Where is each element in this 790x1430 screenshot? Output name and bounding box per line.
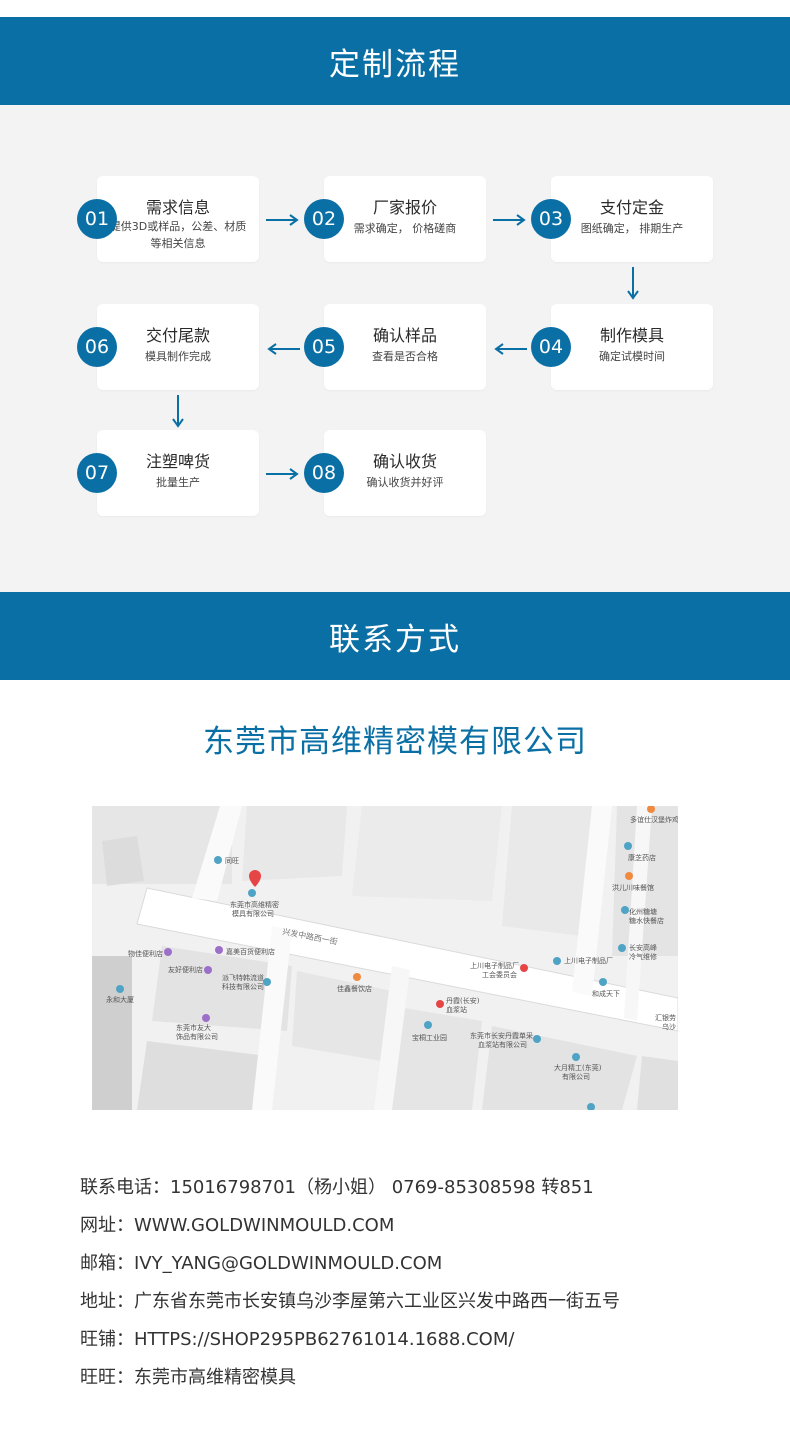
step-desc: 确认收货并好评 (366, 476, 444, 489)
contact-banner-title: 联系方式 (329, 621, 461, 658)
step-number-badge: 03 (531, 199, 571, 239)
step-card-08: 确认收货 确认收货并好评 (324, 430, 486, 516)
contact-label: 地址： (80, 1291, 134, 1312)
step-number-badge: 06 (77, 327, 117, 367)
company-name: 东莞市高维精密模有限公司 (203, 724, 587, 760)
contact-phone: 联系电话：15016798701（杨小姐） 0769-85308598 转851 (80, 1174, 760, 1212)
step-card-06: 交付尾款 模具制作完成 (97, 304, 259, 390)
step-card-05: 确认样品 查看是否合格 (324, 304, 486, 390)
contact-info: 联系电话：15016798701（杨小姐） 0769-85308598 转851… (80, 1174, 760, 1402)
map-label: 上川电子制品厂 (564, 956, 613, 965)
process-flow: 需求信息 提供3D或样品，公差、材质等相关信息 01 厂家报价 需求确定， 价格… (0, 105, 790, 592)
contact-banner: 联系方式 (0, 592, 790, 680)
step-card-03: 支付定金 图纸确定， 排期生产 (551, 176, 713, 262)
contact-value: 15016798701（杨小姐） 0769-85308598 转851 (170, 1177, 594, 1198)
poi-marker-icon (214, 856, 222, 864)
step-title: 注塑啤货 (145, 452, 210, 471)
map-label: 和成天下 (592, 989, 620, 998)
map-label-changan: 长安高峰冷气维修 (629, 943, 657, 961)
map-label-huazhou: 化州糖塘糖水快餐店 (629, 907, 664, 925)
map-label: 永和大厦 (106, 995, 134, 1004)
map-label-danxia2: 东莞市长安丹霞单采血浆站有限公司 (470, 1031, 533, 1049)
step-title: 确认收货 (372, 452, 437, 471)
step-number-badge: 04 (531, 327, 571, 367)
contact-label: 旺旺： (80, 1367, 134, 1388)
contact-website: 网址：WWW.GOLDWINMOULD.COM (80, 1212, 760, 1250)
step-title: 需求信息 (145, 198, 210, 217)
step-desc: 批量生产 (156, 476, 200, 489)
step-card-07: 注塑啤货 批量生产 (97, 430, 259, 516)
step-desc: 提供3D或样品，公差、材质等相关信息 (109, 220, 247, 250)
map-label-youda: 东莞市友大饰品有限公司 (176, 1023, 218, 1041)
process-banner: 定制流程 (0, 17, 790, 105)
step-card-02: 厂家报价 需求确定， 价格磋商 (324, 176, 486, 262)
map-label: 嘉美百货便利店 (226, 947, 275, 956)
map-label-company: 东莞市高维精密模具有限公司 (230, 900, 279, 918)
map-canvas: 同旺 东莞市高维精密模具有限公司 兴发中路西一街 物佳便利店 嘉美百货便利店 友… (92, 806, 678, 1110)
map-label-huiyin: 汇银劳乌沙 (655, 1013, 676, 1031)
map-pin-icon (249, 870, 261, 887)
contact-value-link[interactable]: WWW.GOLDWINMOULD.COM (134, 1215, 395, 1236)
contact-label: 旺铺： (80, 1329, 134, 1350)
step-title: 厂家报价 (372, 198, 437, 217)
step-desc: 需求确定， 价格磋商 (353, 222, 457, 235)
step-title: 交付尾款 (145, 326, 210, 345)
contact-value-link[interactable]: IVY_YANG@GOLDWINMOULD.COM (134, 1253, 443, 1274)
contact-value: 东莞市高维精密模具 (134, 1367, 296, 1388)
contact-address: 地址：广东省东莞市长安镇乌沙李屋第六工业区兴发中路西一街五号 (80, 1288, 760, 1326)
arrow-right-icon (266, 214, 299, 226)
contact-label: 网址： (80, 1215, 134, 1236)
contact-shop: 旺铺：HTTPS://SHOP295PB62761014.1688.COM/ (80, 1326, 760, 1364)
step-title: 确认样品 (372, 326, 437, 345)
arrow-right-icon (493, 214, 526, 226)
arrow-right-icon (266, 468, 299, 480)
map-label: 康芝药店 (628, 853, 656, 862)
step-desc: 模具制作完成 (145, 350, 211, 363)
map-label-dayue: 大月精工(东莞)有限公司 (554, 1063, 602, 1081)
map-label: 佳鑫餐饮店 (337, 984, 372, 993)
step-number-badge: 08 (304, 453, 344, 493)
contact-value-link[interactable]: HTTPS://SHOP295PB62761014.1688.COM/ (134, 1329, 515, 1350)
contact-value: 广东省东莞市长安镇乌沙李屋第六工业区兴发中路西一街五号 (134, 1291, 620, 1312)
process-banner-title: 定制流程 (329, 46, 461, 83)
arrow-down-icon (172, 395, 184, 428)
step-card-01: 需求信息 提供3D或样品，公差、材质等相关信息 (97, 176, 259, 262)
step-title: 制作模具 (599, 326, 664, 345)
contact-email: 邮箱：IVY_YANG@GOLDWINMOULD.COM (80, 1250, 760, 1288)
step-number-badge: 07 (77, 453, 117, 493)
map-label-shangchuan1: 上川电子制品厂工会委员会 (470, 961, 519, 979)
step-desc: 确定试模时间 (599, 350, 665, 363)
step-desc: 图纸确定， 排期生产 (580, 222, 684, 235)
arrow-down-icon (627, 267, 639, 300)
step-number-badge: 01 (77, 199, 117, 239)
step-title: 支付定金 (599, 198, 664, 217)
map-label: 宝桐工业园 (412, 1033, 447, 1042)
map-label: 物佳便利店 (128, 949, 163, 958)
map-label: 多谊仕汉堡炸鸡 (630, 815, 678, 824)
arrow-left-icon (267, 343, 300, 355)
map-label: 同旺 (225, 857, 239, 865)
step-number-badge: 05 (304, 327, 344, 367)
location-map[interactable]: 同旺 东莞市高维精密模具有限公司 兴发中路西一街 物佳便利店 嘉美百货便利店 友… (92, 806, 678, 1110)
map-label: 友好便利店 (168, 965, 203, 974)
step-desc: 查看是否合格 (372, 350, 438, 363)
contact-label: 邮箱： (80, 1253, 134, 1274)
arrow-left-icon (494, 343, 527, 355)
contact-label: 联系电话： (80, 1177, 170, 1198)
contact-wangwang: 旺旺：东莞市高维精密模具 (80, 1364, 760, 1402)
map-label: 洪儿川味餐馆 (612, 883, 654, 892)
map-label-paifei: 派飞特韩流道科技有限公司 (222, 973, 264, 991)
map-label-danxia: 丹霞(长安)血浆站 (446, 996, 480, 1014)
step-card-04: 制作模具 确定试模时间 (551, 304, 713, 390)
step-number-badge: 02 (304, 199, 344, 239)
